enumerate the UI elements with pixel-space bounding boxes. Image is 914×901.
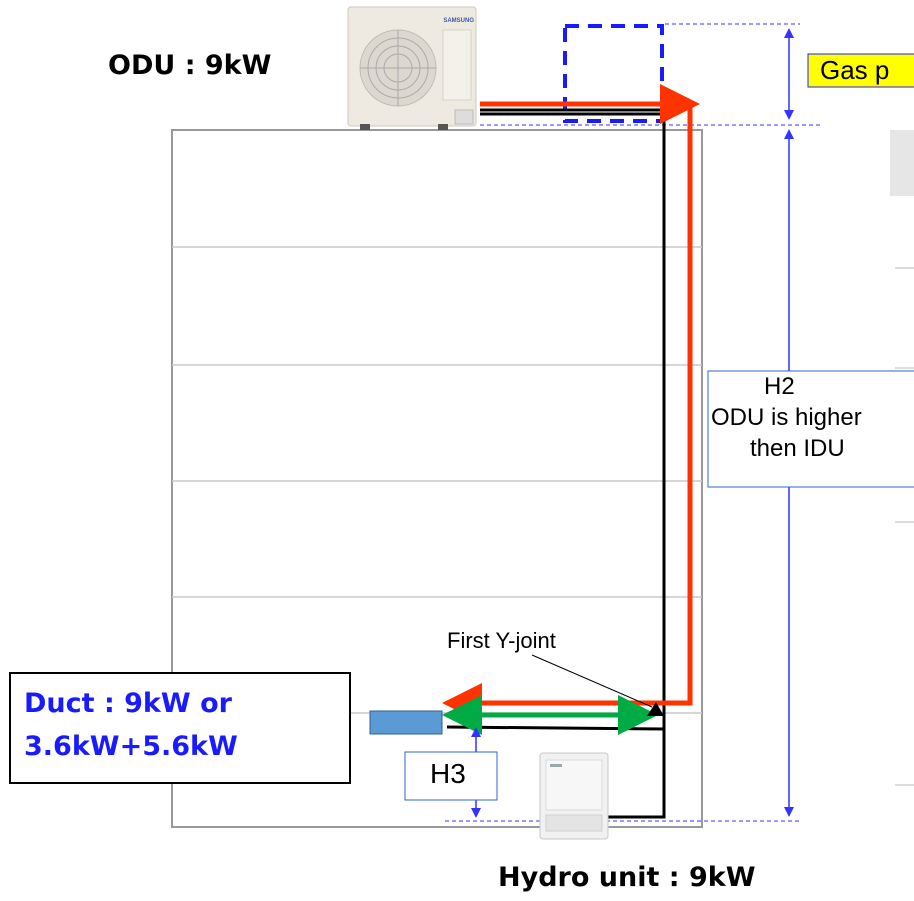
floor-lines — [172, 246, 702, 714]
hydro-unit-image — [539, 752, 609, 840]
duct-unit — [369, 710, 443, 735]
h3-label-box — [404, 751, 498, 801]
black-piping — [446, 108, 666, 819]
h2-line2: then IDU — [750, 435, 845, 462]
gas-pipe-label-box — [807, 53, 914, 88]
hydro-unit-label: Hydro unit : 9kW — [498, 862, 756, 893]
h3-label: H3 — [430, 758, 466, 789]
gas-pipe-zone-box — [563, 24, 664, 123]
first-y-joint-label: First Y-joint — [447, 628, 556, 653]
gas-pipe-label: Gas p — [820, 55, 890, 85]
odu-brand-text: SAMSUNG — [443, 18, 474, 24]
table-fragment — [890, 130, 914, 786]
gas-pipe-line-down — [442, 104, 693, 723]
y-joint-leader — [531, 654, 653, 708]
h2-line1: ODU is higher — [711, 404, 862, 431]
reference-dashed-lines — [445, 23, 820, 822]
duct-label-line1: Duct : 9kW or — [24, 688, 232, 719]
h2-label-box — [707, 370, 914, 488]
duct-label-line2: 3.6kW+5.6kW — [24, 731, 238, 762]
duct-label-box — [9, 672, 351, 784]
y-joint-symbol — [647, 702, 664, 716]
odu-label: ODU : 9kW — [108, 50, 272, 81]
building — [171, 129, 703, 828]
h2-title: H2 — [764, 373, 795, 400]
odu-unit-image: SAMSUNG — [347, 6, 477, 130]
